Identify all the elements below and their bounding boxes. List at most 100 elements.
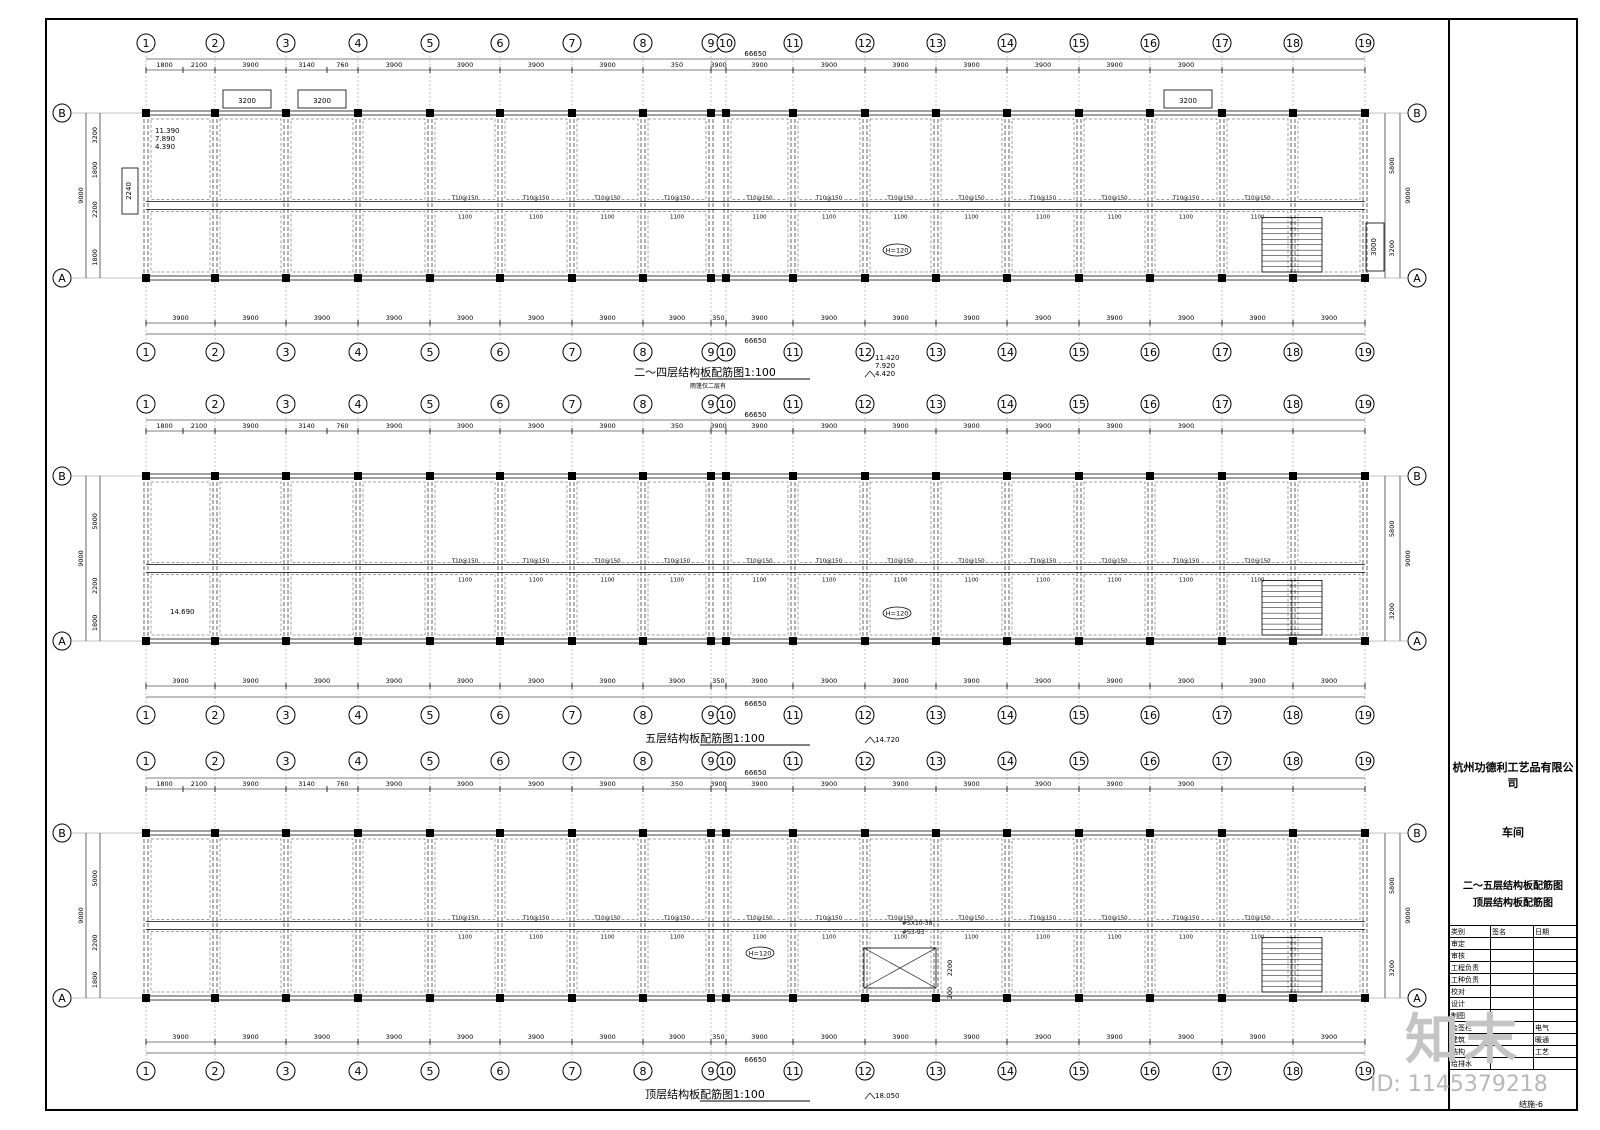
column-block [1361,994,1369,1002]
column-block [142,274,150,282]
row-label: A [1413,635,1421,648]
axis-bubble [348,1061,368,1081]
canopy-dim: 3200 [313,97,331,105]
axis-label: 5 [427,709,434,722]
axis-label: 9 [708,398,715,411]
column-block [932,994,940,1002]
column-block [1003,994,1011,1002]
axis-label: 10 [719,37,733,50]
axis-label: 7 [569,709,576,722]
dim-span-vertical: 2200 [91,934,99,951]
dim-span: 3900 [386,1033,403,1041]
rebar-label: 1100 [894,577,908,583]
signature-table: 类别 签名 日期 审定 审核 工程负责 工种负责 校对 设计 制图 会签栏电气 … [1449,925,1577,1070]
slab-panel [647,118,707,200]
dim-span: 3900 [528,61,545,69]
column-block [496,472,504,480]
axis-label: 16 [1143,1065,1157,1078]
rebar-label: 1100 [601,934,615,940]
axis-label: 9 [708,709,715,722]
axis-label: 16 [1143,346,1157,359]
dim-span: 3900 [963,422,980,430]
elevation-marker [864,736,876,744]
axis-bubble [633,1061,653,1081]
rebar-label: 1100 [822,934,836,940]
axis-label: 14 [1000,398,1014,411]
axis-label: 3 [283,1065,290,1078]
slab-panel [940,574,1003,636]
slab-panel [362,211,426,273]
column-block [568,109,576,117]
dim-span: 3900 [1178,677,1195,685]
rebar-label: T10@150 [593,195,621,201]
slab-panel [1297,481,1361,563]
slab-panel [504,481,568,563]
slab-panel [576,574,639,636]
column-block [282,994,290,1002]
axis-label: 1 [143,398,150,411]
dim-span: 3900 [1321,314,1338,322]
column-block [426,829,434,837]
dim-span: 3900 [710,61,727,69]
column-block [639,472,647,480]
column-block [496,109,504,117]
column-block [722,472,730,480]
axis-label: 10 [719,755,733,768]
column-block [496,637,504,645]
rebar-label: T10@150 [1100,195,1128,201]
rebar-label: 1100 [894,214,908,220]
watermark-brand: 知末 [1405,1008,1521,1071]
dim-span-vertical: 5000 [91,870,99,887]
rebar-label: T10@150 [745,915,773,921]
column-block [1218,637,1226,645]
column-block [639,994,647,1002]
column-block [496,994,504,1002]
axis-label: 7 [569,1065,576,1078]
column-block [142,637,150,645]
axis-label: 6 [497,398,504,411]
axis-label: 3 [283,37,290,50]
column-block [1289,637,1297,645]
rebar-label: T10@150 [522,915,550,921]
axis-label: 11 [786,1065,800,1078]
slab-panel [219,931,282,993]
slab-panel [219,481,282,563]
dim-span: 3900 [1321,677,1338,685]
axis-label: 7 [569,346,576,359]
discipline-cell: 电气 [1533,1021,1577,1034]
role-cell: 审核 [1449,949,1491,962]
column-block [1218,109,1226,117]
slab-panel [1297,931,1361,993]
axis-label: 3 [283,398,290,411]
discipline-cell: 工艺 [1533,1045,1577,1058]
slab-panel [730,481,789,563]
elevation-marker [864,370,876,378]
slab-panel [362,481,426,563]
column-block [354,829,362,837]
dim-span-vertical: 3200 [1388,240,1396,257]
axis-label: 14 [1000,709,1014,722]
axis-bubble [855,1061,875,1081]
axis-label: 5 [427,37,434,50]
axis-bubble [205,1061,225,1081]
side-box-dim: 2240 [125,182,133,200]
dim-span: 3900 [242,314,259,322]
axis-label: 18 [1286,37,1300,50]
dim-span: 2100 [191,780,208,788]
slab-panel [1297,574,1361,636]
dim-span: 3900 [963,677,980,685]
rebar-label: 1100 [1108,934,1122,940]
column-block [354,637,362,645]
dim-span: 3900 [242,1033,259,1041]
dim-span: 3140 [298,422,315,430]
axis-label: 2 [212,346,219,359]
axis-label: 10 [719,398,733,411]
column-block [142,829,150,837]
slab-panel [1226,574,1289,636]
column-block [707,994,715,1002]
dim-span: 3900 [1178,780,1195,788]
rebar-label: T10@150 [522,195,550,201]
slab-panel [869,481,932,563]
slab-panel [1226,931,1289,993]
dim-span: 3900 [528,677,545,685]
